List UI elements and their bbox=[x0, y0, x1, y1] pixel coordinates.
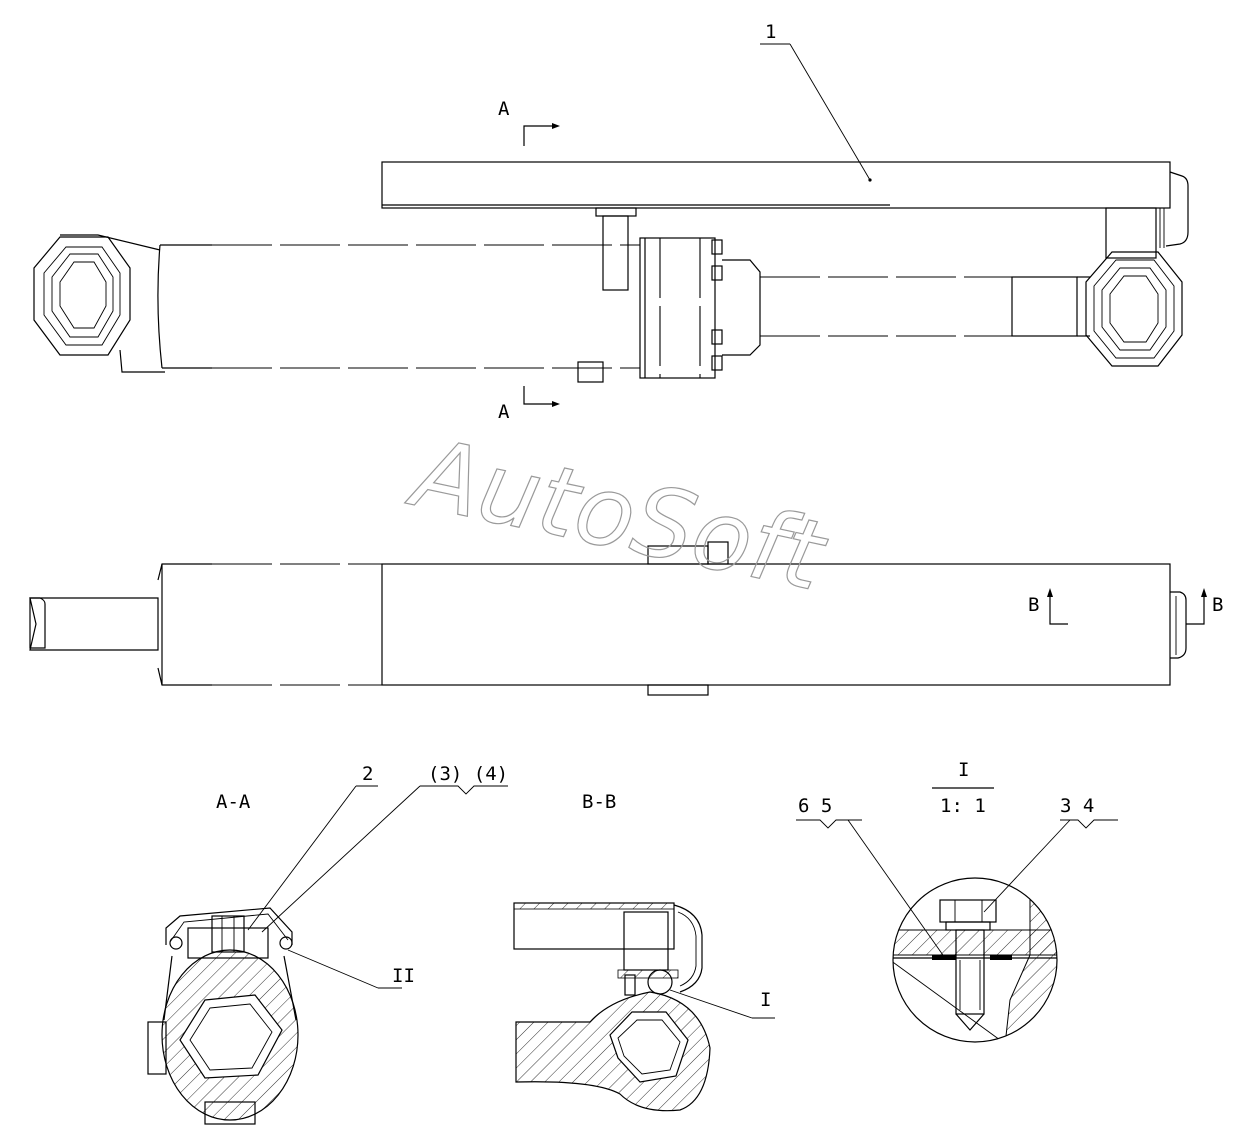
front-view: A A 1 bbox=[33, 21, 1189, 423]
section-a-top-label: A bbox=[498, 98, 510, 120]
part-2-label: 2 bbox=[362, 763, 373, 785]
section-bb-view: B-B I bbox=[513, 791, 775, 1112]
parts-3-4-label: 3 4 bbox=[1060, 795, 1094, 817]
top-view: B B bbox=[29, 541, 1223, 696]
parts-3-4-paren-label: (3) (4) bbox=[428, 763, 508, 785]
callout-i-label: I bbox=[760, 989, 771, 1011]
section-aa-view: A-A 2 (3) (4) II bbox=[147, 763, 508, 1125]
detail-i-title: I bbox=[958, 759, 969, 781]
detail-i-view: I 1: 1 6 5 3 4 bbox=[796, 759, 1118, 1043]
section-a-bottom-label: A bbox=[498, 401, 510, 423]
view-aa-title: A-A bbox=[216, 791, 251, 813]
detail-i-scale: 1: 1 bbox=[940, 795, 986, 817]
watermark: AutoSoft bbox=[399, 416, 836, 614]
callout-ii-label: II bbox=[392, 965, 415, 987]
parts-6-5-label: 6 5 bbox=[798, 795, 832, 817]
part-1-label: 1 bbox=[765, 21, 776, 43]
section-b-left-label: B bbox=[1028, 594, 1039, 616]
section-b-right-label: B bbox=[1212, 594, 1223, 616]
view-bb-title: B-B bbox=[582, 791, 616, 813]
